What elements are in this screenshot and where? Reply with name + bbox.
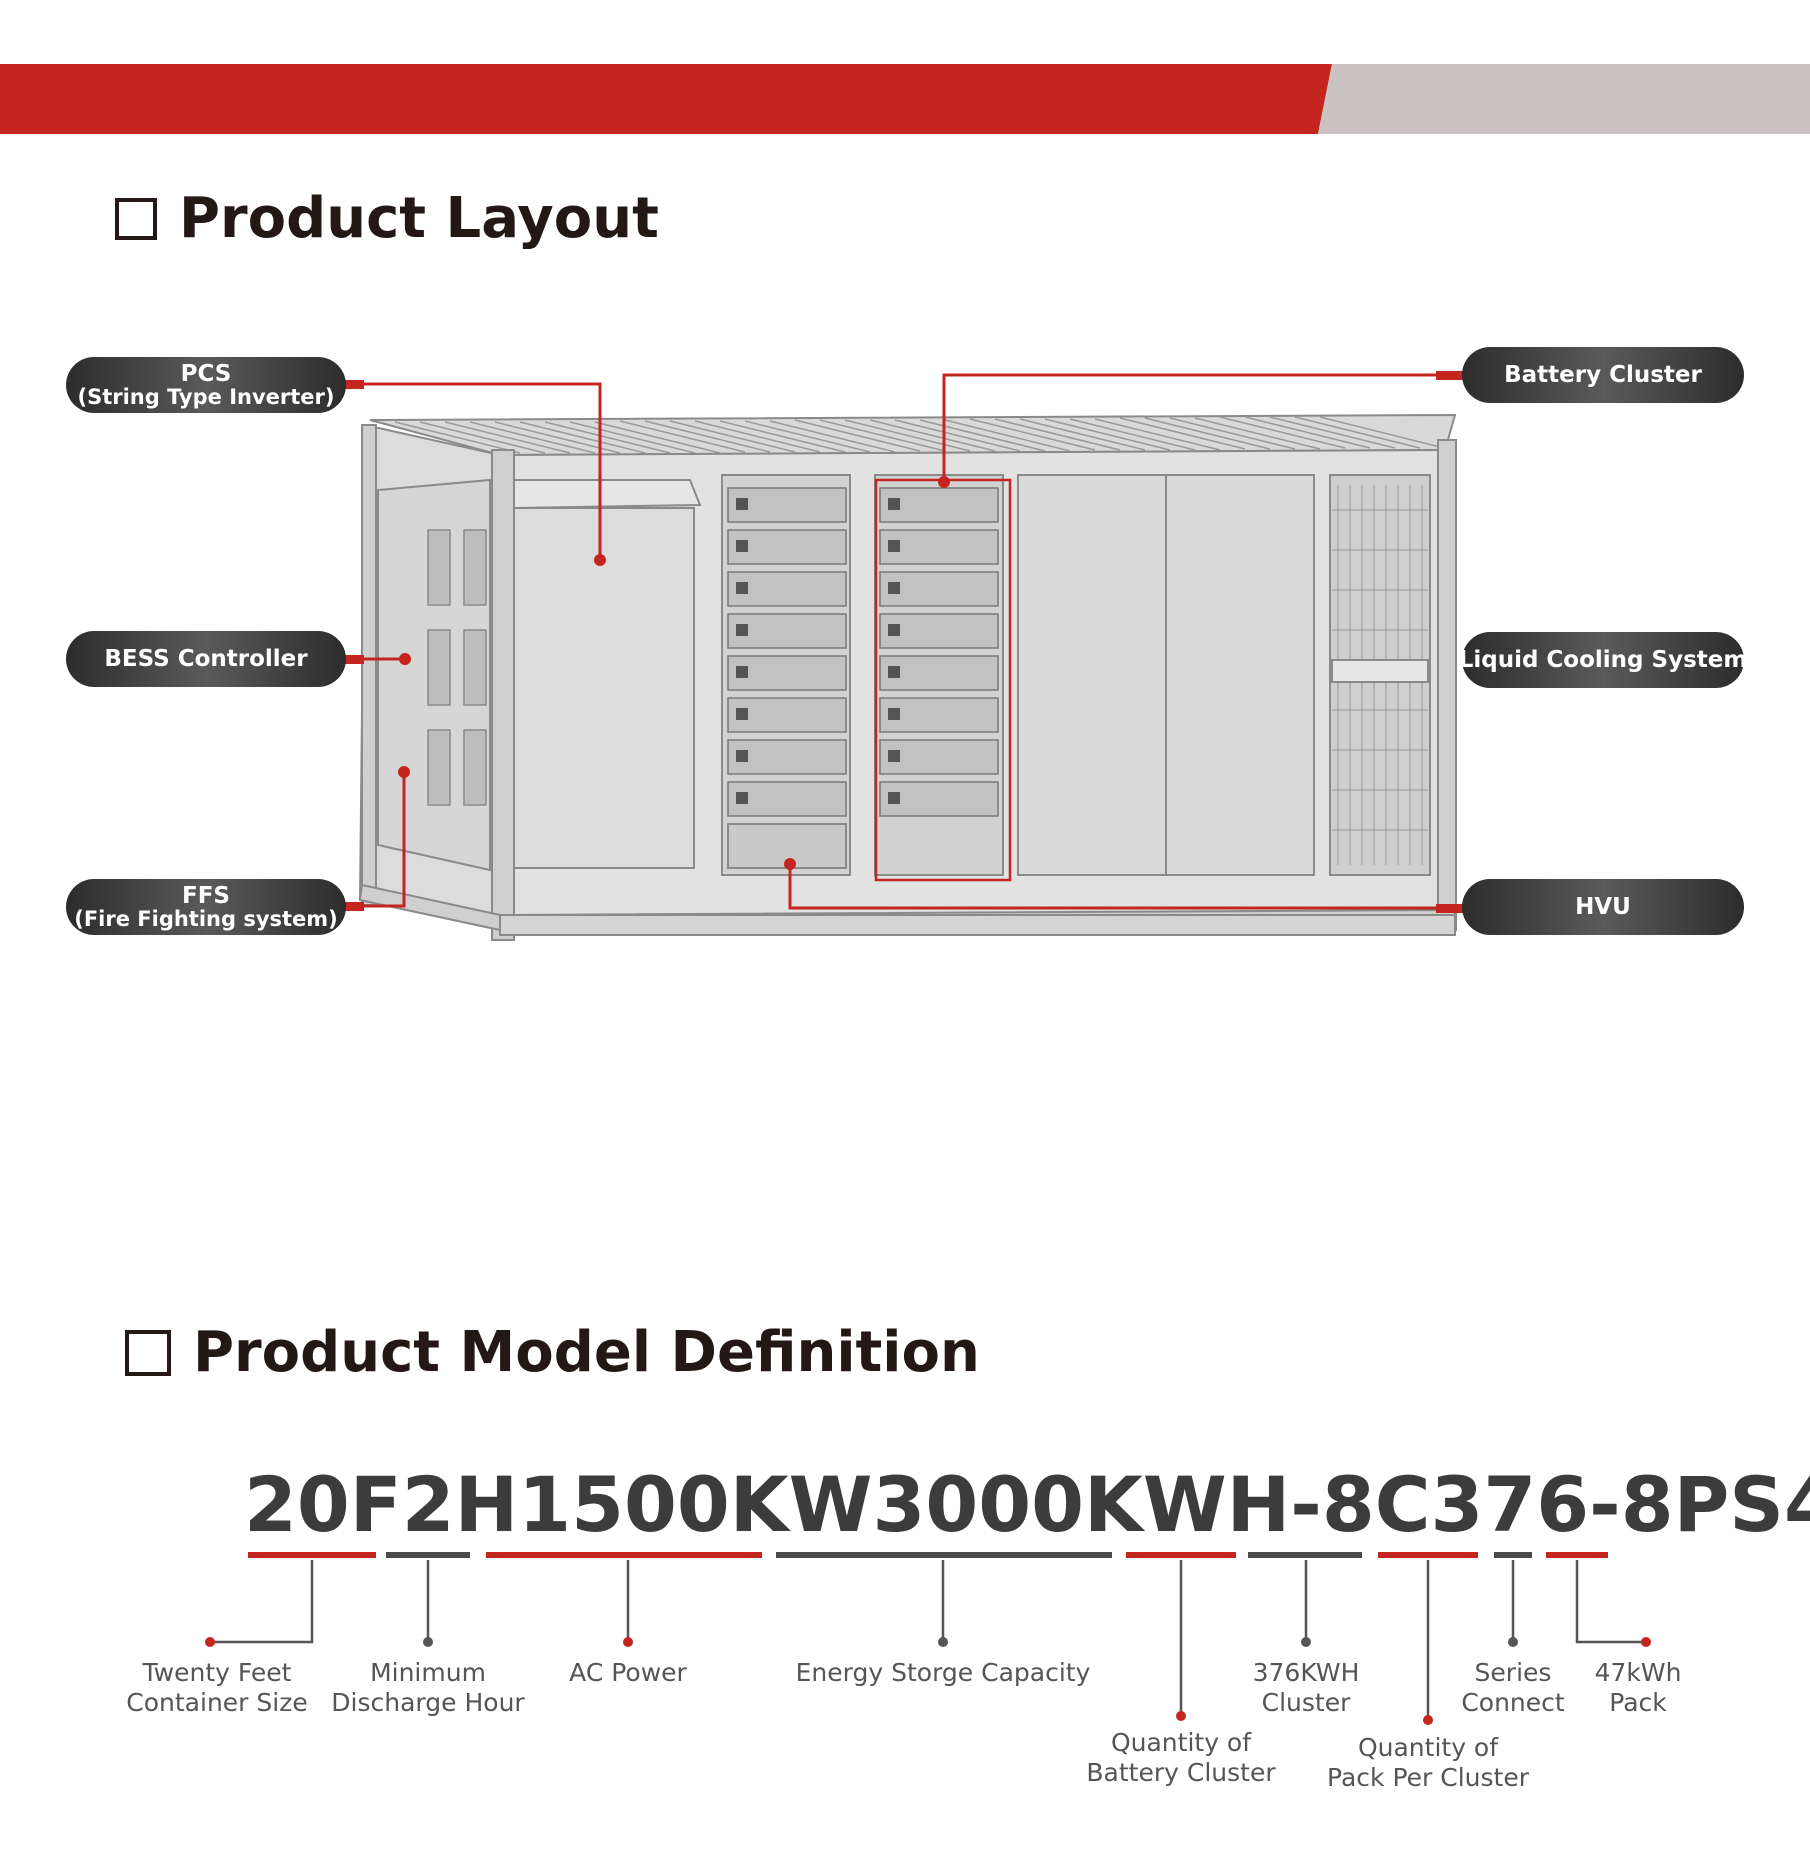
model-segment-container: 20F (244, 1460, 402, 1549)
label-qty-cluster: Quantity of Battery Cluster (1086, 1728, 1276, 1787)
label-energy-capacity: Energy Storge Capacity (795, 1658, 1091, 1687)
callout-dots (398, 476, 950, 870)
model-segment-qty-pack: -8P (1589, 1460, 1730, 1549)
section-title-text: Product Model Definition (193, 1320, 980, 1385)
pcs-cabinet (513, 507, 695, 869)
model-code: 20F 2H 1500KW 3000KWH -8C 376 -8P S 47 (244, 1460, 1810, 1549)
model-connector-dots (205, 1637, 1651, 1725)
callout-pcs: PCS (String Type Inverter) (66, 357, 346, 413)
label-pack-kwh: 47kWh Pack (1594, 1658, 1682, 1717)
callout-ffs-title: FFS (182, 882, 230, 909)
label-series-connect: Series Connect (1461, 1658, 1565, 1717)
model-underlines (248, 1552, 1608, 1558)
callout-stubs (340, 371, 1464, 913)
label-ac-power: AC Power (569, 1658, 687, 1687)
callout-battery-title: Battery Cluster (1504, 361, 1702, 388)
callout-liquid-cooling: Liquid Cooling System (1459, 632, 1747, 688)
cooling-mid-bar (1331, 659, 1429, 683)
leader-battery (942, 373, 1462, 482)
bottom-rail (499, 914, 1456, 936)
callout-hvu-title: HVU (1575, 893, 1631, 920)
label-cluster-kwh: 376KWH Cluster (1252, 1658, 1360, 1717)
callout-bess-title: BESS Controller (104, 645, 308, 672)
callout-ffs: FFS (Fire Fighting system) (66, 879, 346, 935)
callout-bess-controller: BESS Controller (66, 631, 346, 687)
model-segment-pack-kwh: 47 (1784, 1460, 1810, 1549)
section-title-product-model: Product Model Definition (125, 1320, 980, 1385)
label-qty-pack: Quantity of Pack Per Cluster (1327, 1733, 1529, 1792)
front-left-post (491, 449, 515, 941)
roof-corrugation (394, 416, 1441, 454)
header-band-gray (1318, 64, 1810, 134)
model-leader-lines (205, 1552, 1651, 1725)
checkbox-square-icon (125, 1329, 171, 1376)
label-discharge-hour: Minimum Discharge Hour (331, 1658, 525, 1717)
model-segment-series: S (1729, 1460, 1785, 1549)
model-segment-ac-power: 1500KW (518, 1460, 873, 1549)
back-left-post (361, 424, 377, 906)
cabinet-door-2 (1165, 474, 1315, 876)
callout-battery-cluster: Battery Cluster (1462, 347, 1744, 403)
section-title-text: Product Layout (179, 186, 659, 251)
section-title-product-layout: Product Layout (115, 186, 659, 251)
bess-cabinet-vents (427, 529, 487, 806)
callout-pcs-title: PCS (180, 360, 232, 387)
leader-hvu (788, 865, 1462, 910)
cabinet-door-1 (1017, 474, 1167, 876)
model-segment-qty-cluster: -8C (1290, 1460, 1431, 1549)
model-segment-discharge: 2H (401, 1460, 519, 1549)
battery-pack-terminals (736, 498, 900, 804)
model-connectors (210, 1560, 1646, 1720)
label-container-size: Twenty Feet Container Size (126, 1658, 308, 1717)
model-segment-capacity: 3000KWH (872, 1460, 1291, 1549)
pcs-cabinet-top (513, 479, 702, 510)
callout-ffs-subtitle: (Fire Fighting system) (74, 907, 338, 932)
model-segment-cluster-kwh: 376 (1430, 1460, 1590, 1549)
leader-ffs (346, 774, 406, 908)
callout-hvu: HVU (1462, 879, 1744, 935)
header-band-red (0, 64, 1332, 134)
front-right-post (1437, 439, 1457, 931)
container-diagram (340, 371, 1464, 941)
callout-pcs-subtitle: (String Type Inverter) (77, 385, 335, 410)
callout-cooling-title: Liquid Cooling System (1458, 646, 1748, 673)
container-illustration (358, 413, 1457, 941)
leader-pcs (346, 382, 602, 558)
header-band (0, 64, 1810, 134)
checkbox-square-icon (115, 197, 157, 240)
